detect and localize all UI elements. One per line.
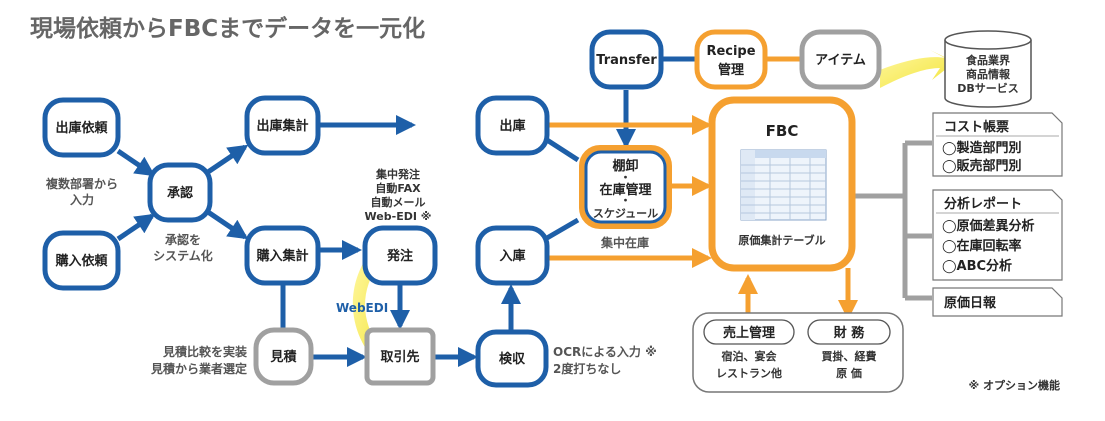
node-shukko-irai[interactable]: 出庫依頼 [42,97,121,158]
node-tanaoroshi-dot-1: ・ [620,171,631,184]
node-transfer[interactable]: Transfer [589,29,664,90]
node-konyu-shukei[interactable]: 購入集計 [244,225,321,286]
node-tanaoroshi-dot-2: ・ [620,194,631,207]
note-shuchu-zaiko: 集中在庫 [600,235,649,250]
node-mitsumori-label: 見積 [269,349,297,365]
fbc-title: FBC [766,122,799,140]
report-cost-item-1: ◯製造部門別 [942,140,1022,156]
node-konyu-shukei-label: 購入集計 [255,248,308,264]
report-cost-item-2: ◯販売部門別 [942,158,1022,174]
report-genka-nippo[interactable]: 原価日報 [932,287,1063,317]
note-fukusu-2: 入力 [70,192,94,207]
node-shukko-irai-label: 出庫依頼 [55,120,108,136]
report-cost-title: コスト帳票 [944,119,1009,135]
node-item-label: アイテム [815,53,866,68]
note-webedi: WebEDI [336,301,388,315]
node-mitsumori[interactable]: 見積 [253,327,314,386]
report-bunseki-title: 分析レポート [944,196,1022,212]
node-hatchu[interactable]: 発注 [362,225,438,286]
note-mitsumori-1: 見積比較を実装 [162,344,247,359]
line-nyuko-tanaoroshi [545,217,580,241]
node-konyu-irai[interactable]: 購入依頼 [42,230,121,291]
note-ocr-2: 2度打ちなし [553,361,621,376]
arrow-shonin-konyushukei [206,209,249,240]
node-torihikisaki[interactable]: 取引先 [364,327,436,386]
note-shuchu-4: Web-EDI ※ [365,210,432,223]
node-shonin-label: 承認 [167,185,193,201]
note-shonin-sys-1: 承認を [165,232,201,247]
node-zaiko-kanri-label: 在庫管理 [599,182,651,198]
zaimu[interactable]: 財 務 買掛、経費 原 価 [807,319,891,380]
uriage-line-1: 宿泊、宴会 [722,349,778,363]
node-nyuko[interactable]: 入庫 [475,225,550,286]
node-shukko-shukei-label: 出庫集計 [256,118,308,134]
report-bunseki-item-3: ◯ABC分析 [942,258,1012,274]
node-shukko-label: 出庫 [499,118,525,134]
report-cost[interactable]: コスト帳票 ◯製造部門別 ◯販売部門別 [932,112,1063,177]
uriage-title: 売上管理 [723,325,775,341]
fbc-table-thumbnail [740,149,827,221]
fbc-caption: 原価集計テーブル [738,233,825,247]
note-shuchu-1: 集中発注 [375,167,420,181]
node-recipe-label-1: Recipe [706,44,755,59]
note-fukusu-1: 複数部署から [45,176,118,191]
report-bunseki-item-1: ◯原価差異分析 [942,218,1035,234]
node-shukko[interactable]: 出庫 [475,95,550,156]
zaimu-line-2: 原 価 [836,366,862,380]
arrow-konyuirai-shonin [116,213,156,242]
node-torihikisaki-label: 取引先 [380,349,419,365]
node-tanaoroshi-label: 棚卸 [612,158,638,174]
note-shuchu-2: 自動FAX [375,181,421,195]
db-cylinder: 食品業界 商品情報 DBサービス [944,30,1032,108]
node-konyu-irai-label: 購入依頼 [54,253,108,269]
node-kenshu-label: 検収 [499,351,526,367]
node-tanaoroshi[interactable]: 棚卸 ・ 在庫管理 ・ スケジュール [579,145,672,229]
uriage-kanri[interactable]: 売上管理 宿泊、宴会 レストラン他 [703,319,795,380]
db-line-1: 食品業界 [966,53,1010,67]
node-item[interactable]: アイテム [799,29,882,90]
uriage-line-2: レストラン他 [716,366,782,380]
report-bunseki-item-2: ◯在庫回転率 [942,238,1022,254]
bottom-group: 売上管理 宿泊、宴会 レストラン他 財 務 買掛、経費 原 価 [692,312,904,393]
zaimu-title: 財 務 [833,325,866,341]
node-fbc[interactable]: FBC 原価集計テーブル [708,96,856,272]
arrow-shukkoirai-shonin [116,148,156,177]
note-option: ※ オプション機能 [968,378,1060,392]
db-line-3: DBサービス [957,81,1019,95]
zaimu-line-1: 買掛、経費 [822,349,877,363]
note-ocr-1: OCRによる入力 ※ [553,344,657,359]
note-shuchu-3: 自動メール [371,195,426,209]
node-shukko-shukei[interactable]: 出庫集計 [244,95,321,156]
node-schedule-label: スケジュール [593,207,658,220]
report-bunseki[interactable]: 分析レポート ◯原価差異分析 ◯在庫回転率 ◯ABC分析 [932,189,1063,281]
node-kenshu[interactable]: 検収 [475,329,549,388]
page-title: 現場依頼からFBCまでデータを一元化 [30,15,425,42]
db-swoosh [880,50,955,88]
db-line-2: 商品情報 [966,67,1011,81]
node-nyuko-label: 入庫 [499,248,525,264]
arrow-shonin-shukkoshukei [206,144,249,175]
node-hatchu-label: 発注 [386,248,413,264]
node-transfer-label: Transfer [596,53,657,68]
line-shukko-tanaoroshi [545,137,580,163]
note-shonin-sys-2: システム化 [153,248,213,263]
node-recipe-label-2: 管理 [718,62,744,78]
report-genka-nippo-title: 原価日報 [944,295,997,311]
note-mitsumori-2: 見積から業者選定 [150,361,247,376]
node-recipe[interactable]: Recipe 管理 [694,29,768,90]
node-shonin[interactable]: 承認 [147,162,213,223]
webedi-swoosh [352,250,388,372]
